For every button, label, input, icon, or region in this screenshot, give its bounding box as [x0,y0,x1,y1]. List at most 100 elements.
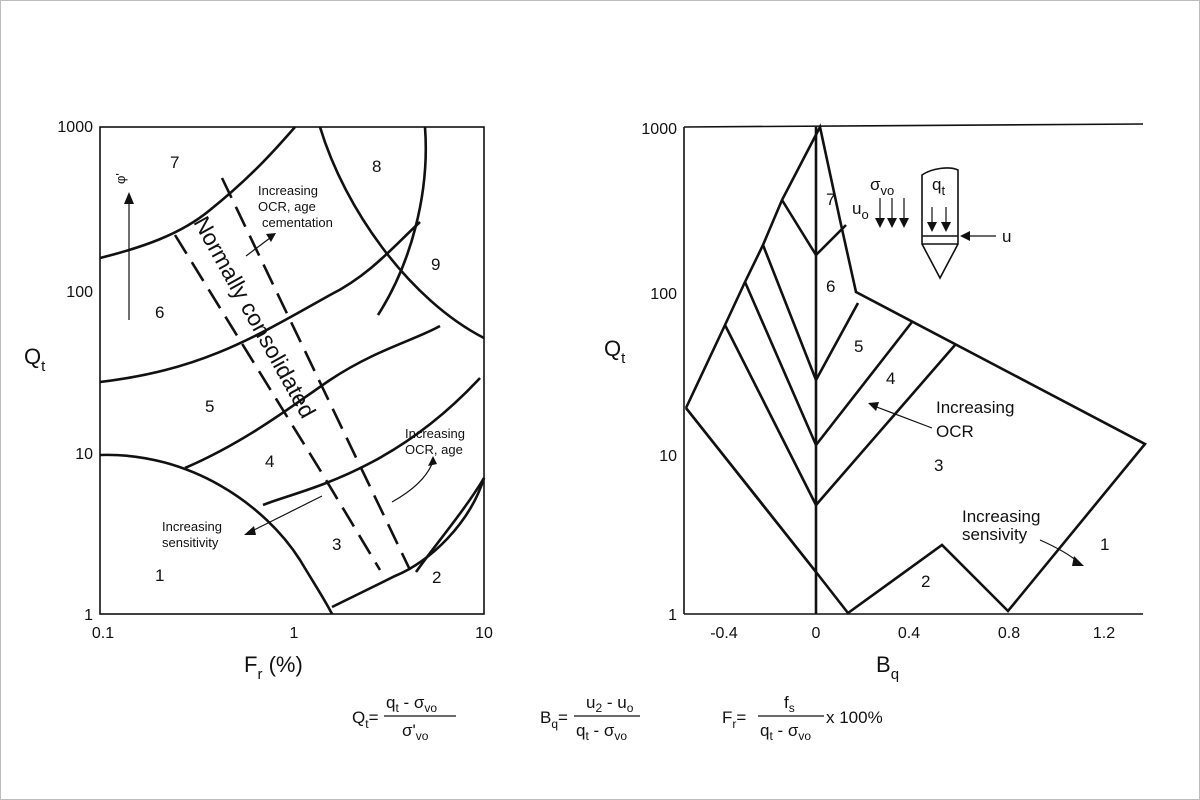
left-chart: 1000 100 10 1 0.1 1 10 Qt Fr (%) φ' 7 8 [24,119,493,683]
cone-load-head-2 [887,218,897,228]
cone-qt-head-1 [927,222,937,232]
right-y-tick-1000: 1000 [641,121,677,138]
right-zone-5: 5 [854,337,863,356]
left-zone-3: 3 [332,535,341,554]
boundary-5-4 [184,324,441,470]
ann-ocr-age-arrowhead [428,456,437,466]
ann-ocr-age-arrow [391,463,433,503]
right-zone-6: 6 [826,277,835,296]
left-x-tick-0.1: 0.1 [92,625,114,642]
cone-sigma-vo-label: σvo [870,175,894,198]
left-chart-frame [99,126,485,615]
left-zone-8: 8 [372,157,381,176]
cone-uo-label: uo [852,199,869,222]
ann-ocr-cementation-2: OCR, age [258,199,316,214]
right-ann-sensitivity-2: sensivity [962,525,1028,544]
right-x-tick-neg0.4: -0.4 [710,625,738,642]
boundary-zone1 [99,453,334,615]
boundary-8-right [376,126,427,316]
right-zone-3: 3 [934,456,943,475]
boundary-6-5 [99,221,421,384]
phi-label: φ' [113,173,128,184]
equation-fr: Fr= fs qt - σvo x 100% [722,693,883,743]
ann-ocr-cementation-arrowhead [266,233,276,242]
right-y-tick-10: 10 [659,448,677,465]
eq-qt-denominator: σ'vo [402,721,429,743]
left-zone-4: 4 [265,452,274,471]
ann-ocr-age-1: Increasing [405,426,465,441]
chevron-5 [743,281,914,448]
right-x-tick-0.8: 0.8 [998,625,1020,642]
right-zone-4: 4 [886,369,895,388]
cone-load-head-3 [899,218,909,228]
right-top-axis [683,123,1144,128]
right-y-tick-100: 100 [650,286,677,303]
eq-bq-numerator: u2 - uo [586,693,634,715]
right-ann-ocr-arrowhead [868,402,879,411]
left-zone-6: 6 [155,303,164,322]
right-ann-sensitivity-arrow [1039,539,1079,563]
eq-bq-denominator: qt - σvo [576,721,627,743]
eq-fr-suffix: x 100% [826,708,883,727]
ann-sensitivity-arrow [249,495,323,533]
right-zone-1: 1 [1100,535,1109,554]
boundary-zone2 [414,477,486,573]
eq-qt-lhs: Qt= [352,708,379,731]
left-zone-5: 5 [205,397,214,416]
ann-ocr-cementation-3: cementation [262,215,333,230]
right-zone-2: 2 [921,572,930,591]
right-ann-ocr-arrow [873,405,933,429]
right-x-tick-1.2: 1.2 [1093,625,1115,642]
right-chart: 1000 100 10 1 -0.4 0 0.4 0.8 1.2 Qt Bq 7… [604,121,1148,683]
boundary-zone3-bottom [331,477,486,609]
chevron-4 [723,324,956,508]
chevron-6 [761,244,860,384]
right-x-tick-0: 0 [812,625,821,642]
right-ann-ocr-2: OCR [936,422,974,441]
cone-inset: σvo uo qt u [852,167,1011,280]
left-y-tick-100: 100 [66,284,93,301]
nc-band-lower-line [173,234,382,571]
chevron-3 [684,407,818,573]
right-x-axis-label: Bq [876,652,899,683]
eq-qt-numerator: qt - σvo [386,693,437,715]
right-y-tick-1: 1 [668,607,677,624]
ann-ocr-cementation-1: Increasing [258,183,318,198]
boundary-4-3 [262,377,481,507]
right-outer-boundary [684,123,1148,615]
ann-sensitivity-1: Increasing [162,519,222,534]
eq-fr-lhs: Fr= [722,708,746,731]
left-zone-2: 2 [432,568,441,587]
right-x-tick-0.4: 0.4 [898,625,920,642]
left-y-axis-label: Qt [24,344,46,375]
left-x-axis-label: Fr (%) [244,652,303,683]
left-zone-1: 1 [155,566,164,585]
ann-sensitivity-2: sensitivity [162,535,219,550]
left-zone-9: 9 [431,255,440,274]
nc-band-left-line [220,177,412,571]
cone-qt-head-2 [941,222,951,232]
cone-qt-label: qt [932,175,945,198]
cone-load-head-1 [875,218,885,228]
ann-ocr-age-2: OCR, age [405,442,463,457]
left-y-tick-1000: 1000 [57,119,93,136]
right-ann-sensitivity-1: Increasing [962,507,1040,526]
left-y-tick-1: 1 [84,607,93,624]
right-zone-7: 7 [826,190,835,209]
right-ann-ocr-1: Increasing [936,398,1014,417]
left-x-tick-10: 10 [475,625,493,642]
cone-u-arrowhead [960,231,970,241]
equation-bq: Bq= u2 - uo qt - σvo [540,693,640,743]
phi-arrowhead [124,192,134,204]
ann-ocr-cementation-arrow [245,237,271,257]
right-y-axis-label: Qt [604,336,626,367]
boundary-8-9 [318,126,485,340]
boundary-7-6 [99,126,296,260]
ann-sensitivity-arrowhead [244,526,256,535]
cone-body [921,167,959,280]
right-ann-sensitivity-arrowhead [1072,556,1084,566]
cone-u-label: u [1002,227,1011,246]
left-x-tick-1: 1 [290,625,299,642]
